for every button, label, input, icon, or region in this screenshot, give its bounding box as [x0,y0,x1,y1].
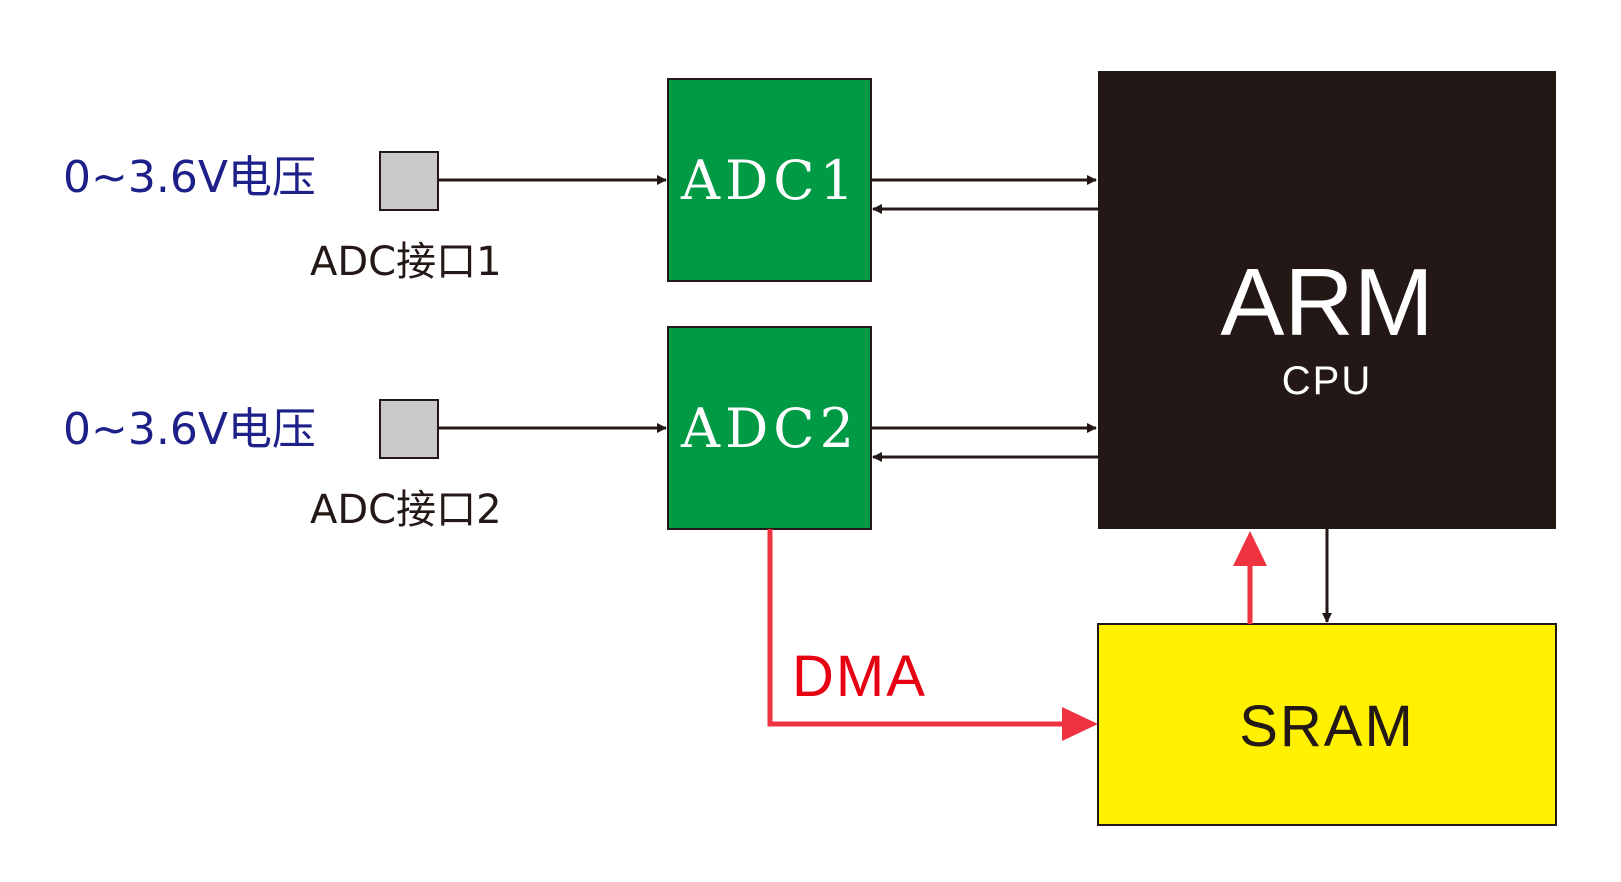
dma-label: DMA [792,644,927,709]
dma-path-line [767,529,1062,727]
sram-label: SRAM [1239,694,1415,759]
input-1-port-label: ADC接口1 [310,239,502,285]
adc2-label: ADC2 [680,397,859,460]
adc1-block [667,78,872,282]
input-2-voltage-label: 0~3.6V电压 [63,404,316,455]
sram-to-cpu-arrowhead-icon [1233,531,1267,566]
input-1-voltage-label: 0~3.6V电压 [63,152,316,203]
input-2-port-label: ADC接口2 [310,487,502,533]
cpu-title: ARM [1220,249,1433,356]
adc2-block [667,326,872,530]
adc1-label: ADC1 [680,149,859,212]
sram-block [1097,623,1557,826]
adc-port-1-icon [379,151,439,211]
adc-port-2-icon [379,399,439,459]
cpu-subtitle: CPU [1282,359,1372,403]
dma-arrowhead-icon [1062,707,1098,741]
arm-cpu-block [1098,71,1556,529]
